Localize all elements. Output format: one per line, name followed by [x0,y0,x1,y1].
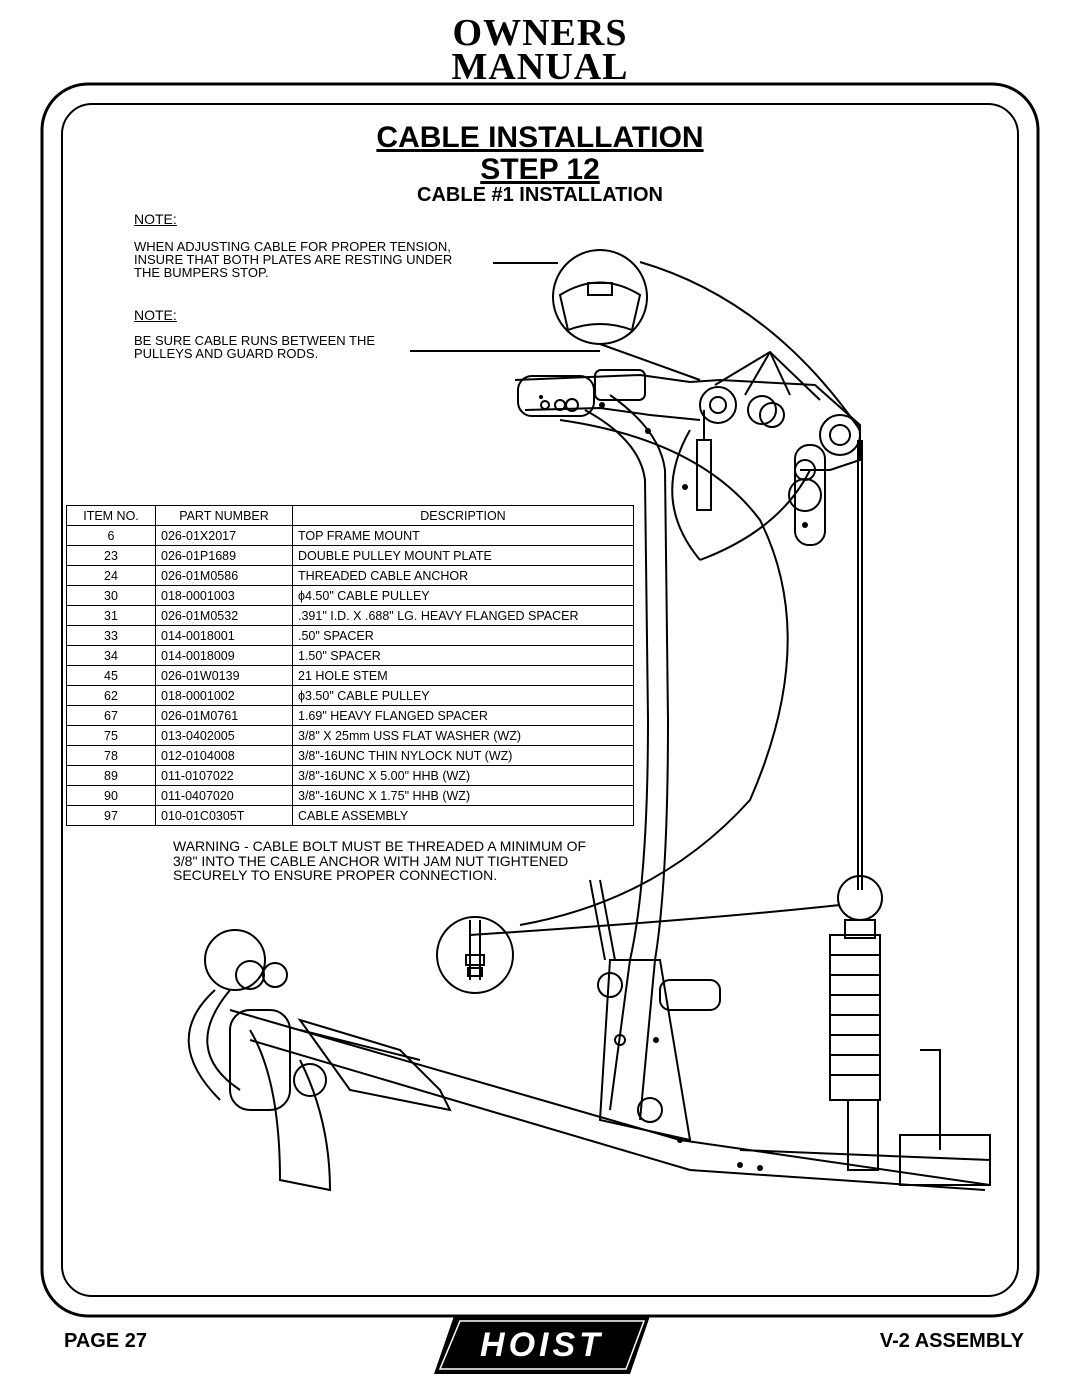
description: .391" I.D. X .688" LG. HEAVY FLANGED SPA… [292,605,634,626]
part-number: 018-0001003 [155,585,293,606]
note-2-text: BE SURE CABLE RUNS BETWEEN THE PULLEYS A… [134,333,376,361]
part-number: 010-01C0305T [155,805,293,826]
brand-logo-text: HOIST [480,1326,604,1364]
part-number: 014-0018009 [155,645,293,666]
part-number: 014-0018001 [155,625,293,646]
part-number: 012-0104008 [155,745,293,766]
part-number: 026-01X2017 [155,525,293,546]
note-1-heading: NOTE: [134,211,177,227]
col-part-number: PART NUMBER [155,505,293,526]
item-no: 23 [66,545,156,566]
description: .50" SPACER [292,625,634,646]
col-item-no: ITEM NO. [66,505,156,526]
part-number: 011-0107022 [155,765,293,786]
item-no: 24 [66,565,156,586]
part-number: 026-01W0139 [155,665,293,686]
header-owners: OWNERS [452,12,628,54]
description: 1.50" SPACER [292,645,634,666]
description: 3/8" X 25mm USS FLAT WASHER (WZ) [292,725,634,746]
part-number: 026-01M0532 [155,605,293,626]
item-no: 97 [66,805,156,826]
description: 3/8"-16UNC X 1.75" HHB (WZ) [292,785,634,806]
item-no: 45 [66,665,156,686]
description: 3/8"-16UNC X 5.00" HHB (WZ) [292,765,634,786]
page-number: PAGE 27 [64,1330,147,1352]
part-number: 013-0402005 [155,725,293,746]
part-number: 011-0407020 [155,785,293,806]
item-no: 33 [66,625,156,646]
note-2-heading: NOTE: [134,307,177,323]
item-no: 34 [66,645,156,666]
description: DOUBLE PULLEY MOUNT PLATE [292,545,634,566]
item-no: 75 [66,725,156,746]
item-no: 67 [66,705,156,726]
item-no: 6 [66,525,156,546]
header-manual: MANUAL [451,46,629,88]
title-step: STEP 12 [480,153,600,186]
description: ϕ4.50" CABLE PULLEY [292,585,634,606]
item-no: 62 [66,685,156,706]
part-number: 026-01M0586 [155,565,293,586]
description: ϕ3.50" CABLE PULLEY [292,685,634,706]
description: TOP FRAME MOUNT [292,525,634,546]
item-no: 31 [66,605,156,626]
description: CABLE ASSEMBLY [292,805,634,826]
description: 3/8"-16UNC THIN NYLOCK NUT (WZ) [292,745,634,766]
part-number: 018-0001002 [155,685,293,706]
part-number: 026-01M0761 [155,705,293,726]
warning-text: WARNING - CABLE BOLT MUST BE THREADED A … [173,838,587,883]
item-no: 30 [66,585,156,606]
subtitle-cable-1: CABLE #1 INSTALLATION [417,184,663,206]
item-no: 78 [66,745,156,766]
description: 21 HOLE STEM [292,665,634,686]
section-label: V-2 ASSEMBLY [879,1330,1024,1352]
description: THREADED CABLE ANCHOR [292,565,634,586]
item-no: 89 [66,765,156,786]
description: 1.69" HEAVY FLANGED SPACER [292,705,634,726]
parts-table-header: ITEM NO. PART NUMBER DESCRIPTION [66,505,634,526]
item-no: 90 [66,785,156,806]
part-number: 026-01P1689 [155,545,293,566]
note-1-text: WHEN ADJUSTING CABLE FOR PROPER TENSION,… [134,239,453,280]
col-description: DESCRIPTION [292,505,634,526]
hoist-logo: HOIST [426,1312,658,1378]
title-cable-installation: CABLE INSTALLATION [376,121,704,154]
